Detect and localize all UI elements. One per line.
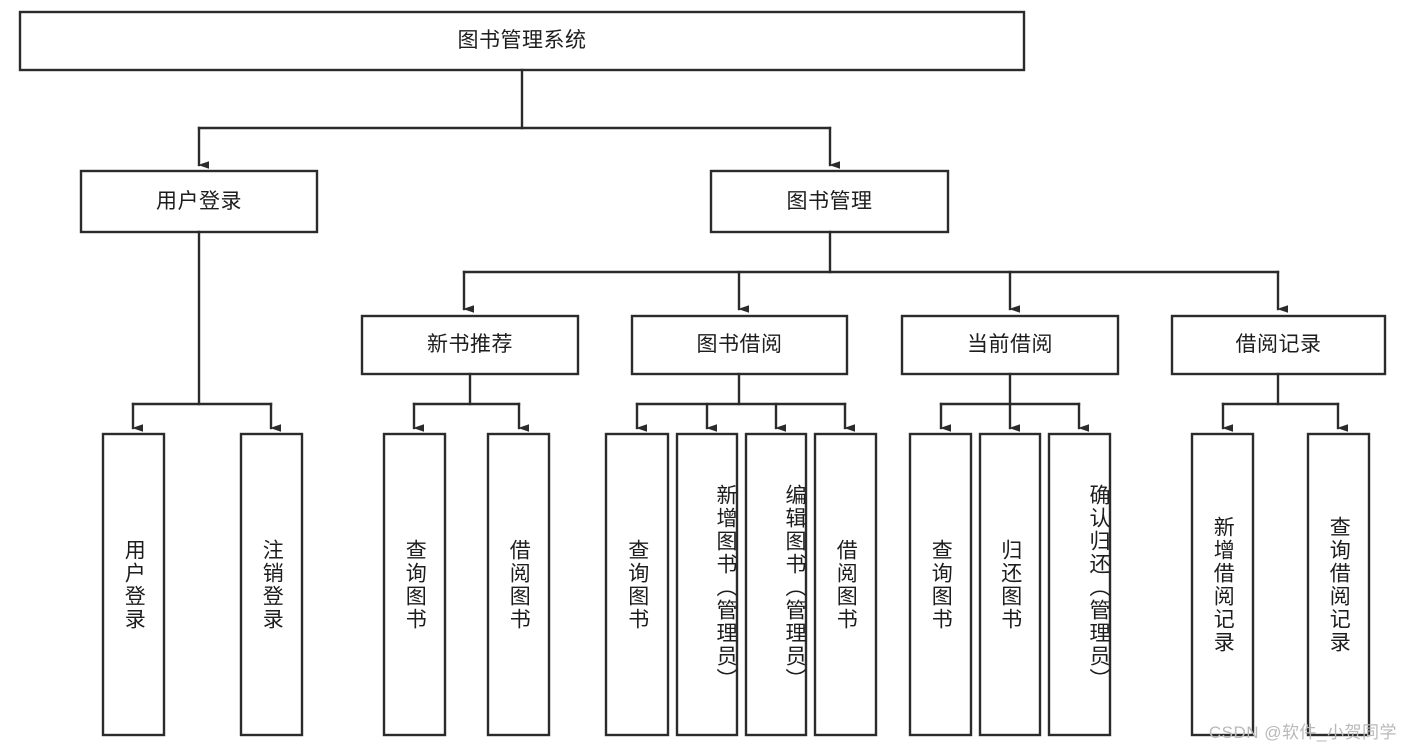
node-box-leaf-book-borrow-3[interactable] [813, 432, 878, 737]
node-box-leaf-borrow-record-0[interactable] [1190, 432, 1255, 737]
node-box-borrow-record[interactable] [1170, 314, 1387, 376]
node-box-leaf-book-borrow-2[interactable] [744, 432, 808, 737]
node-box-leaf-new-book-1[interactable] [486, 432, 551, 737]
node-box-current-borrow[interactable] [900, 314, 1120, 376]
node-box-user-login[interactable] [79, 169, 319, 234]
node-box-leaf-borrow-record-1[interactable] [1306, 432, 1371, 737]
node-box-leaf-current-borrow-2[interactable] [1047, 432, 1112, 737]
node-box-leaf-user-login-0[interactable] [101, 432, 166, 737]
node-box-new-book-recommend[interactable] [360, 314, 580, 376]
node-box-book-manage[interactable] [709, 169, 950, 234]
watermark-text: CSDN @软件_小贺同学 [1208, 723, 1397, 742]
node-box-leaf-book-borrow-0[interactable] [604, 432, 670, 737]
node-box-leaf-current-borrow-0[interactable] [908, 432, 973, 737]
node-box-leaf-current-borrow-1[interactable] [978, 432, 1042, 737]
node-box-root[interactable] [18, 10, 1026, 72]
node-box-leaf-new-book-0[interactable] [382, 432, 447, 737]
node-box-leaf-book-borrow-1[interactable] [675, 432, 739, 737]
node-box-book-borrow[interactable] [630, 314, 849, 376]
node-box-leaf-user-login-1[interactable] [239, 432, 304, 737]
